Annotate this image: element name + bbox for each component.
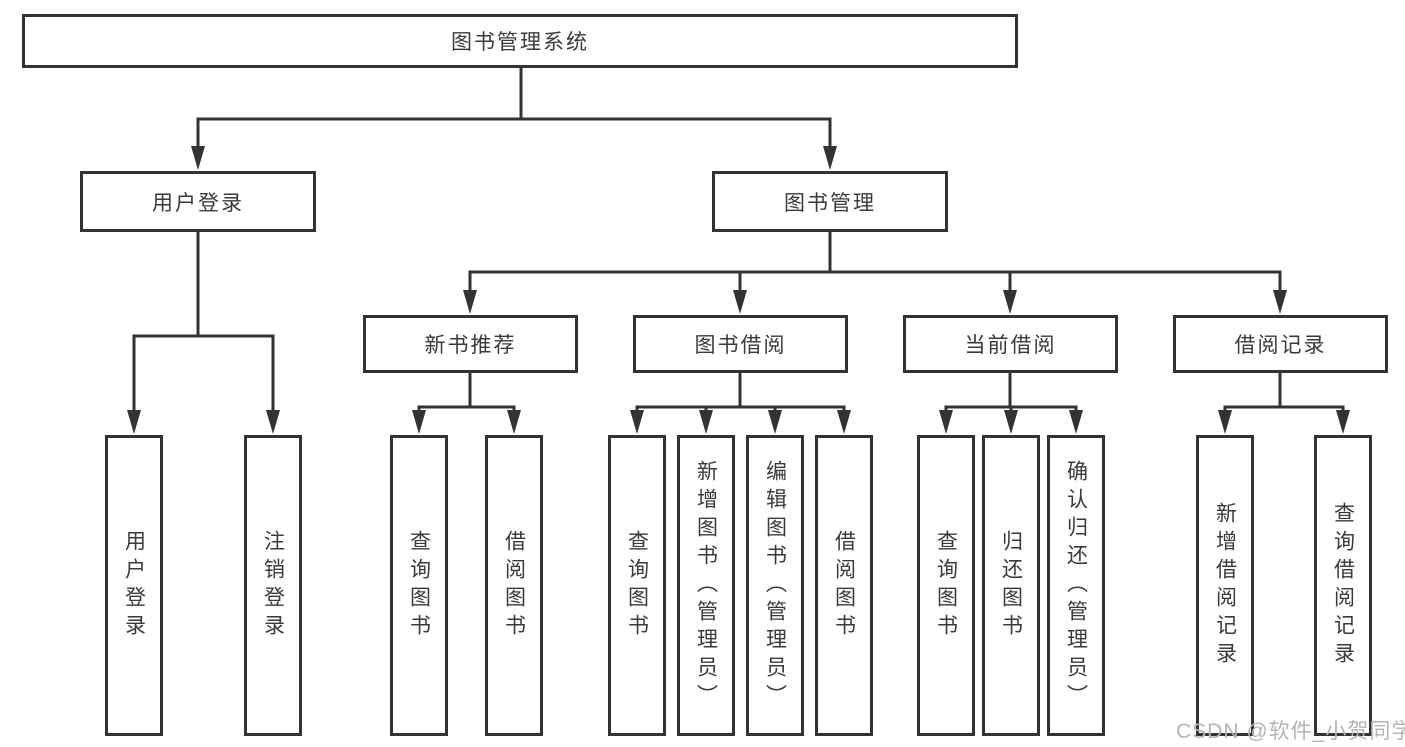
leaf-cb-query-books: 查询图书: [917, 435, 975, 736]
leaf-nbr-query-books: 查询图书: [390, 435, 448, 736]
leaf-cb-return-books: 归还图书: [982, 435, 1040, 736]
node-root: 图书管理系统: [22, 14, 1018, 68]
leaf-nbr-borrow-books: 借阅图书: [485, 435, 543, 736]
leaf-bb-add-books-admin: 新增图书（管理员）: [677, 435, 735, 736]
leaf-logout: 注销登录: [244, 435, 302, 736]
watermark: CSDN @软件_小贺同学: [1176, 720, 1405, 743]
leaf-bb-borrow-books: 借阅图书: [815, 435, 873, 736]
leaf-br-query-borrow-record: 查询借阅记录: [1314, 435, 1372, 736]
node-user-login: 用户登录: [80, 171, 316, 232]
node-borrowing-records: 借阅记录: [1173, 315, 1388, 373]
leaf-bb-query-books: 查询图书: [608, 435, 666, 736]
leaf-br-add-borrow-record: 新增借阅记录: [1196, 435, 1254, 736]
leaf-cb-confirm-return-admin: 确认归还（管理员）: [1047, 435, 1105, 736]
tree-edges: [127, 68, 1350, 434]
leaf-user-login: 用户登录: [105, 435, 163, 736]
node-current-borrowing: 当前借阅: [903, 315, 1118, 373]
node-book-management: 图书管理: [712, 171, 948, 232]
node-book-borrowing: 图书借阅: [633, 315, 848, 373]
node-new-book-recommendation: 新书推荐: [363, 315, 578, 373]
leaf-bb-edit-books-admin: 编辑图书（管理员）: [746, 435, 804, 736]
